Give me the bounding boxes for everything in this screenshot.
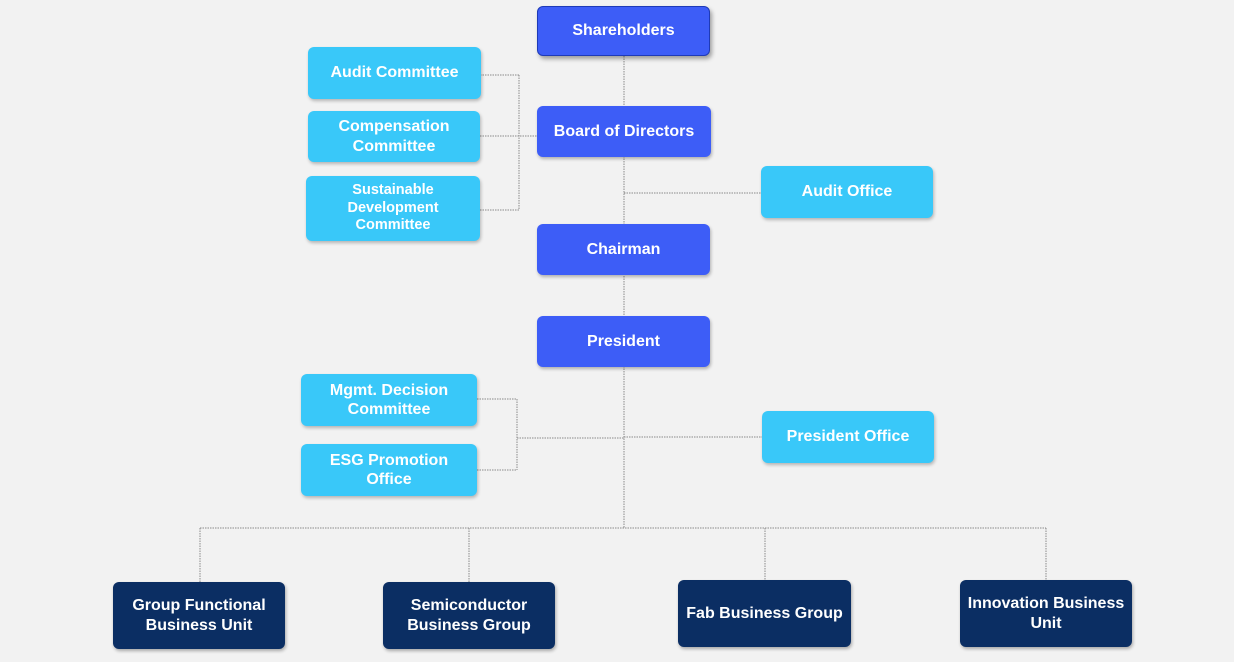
president-office-node: President Office: [762, 411, 934, 463]
fab-business-group-node: Fab Business Group: [678, 580, 851, 647]
board-of-directors-label: Board of Directors: [553, 122, 695, 140]
fab-business-group-label: Fab Business Group: [686, 604, 843, 622]
compensation-committee-node: Compensation Committee: [308, 111, 480, 162]
semiconductor-business-group-label: Semiconductor Business Group: [407, 597, 531, 634]
esg-promotion-office-node: ESG Promotion Office: [301, 444, 477, 496]
audit-office-label: Audit Office: [801, 183, 893, 201]
president-office-label: President Office: [786, 428, 910, 446]
board-of-directors-node: Board of Directors: [537, 106, 711, 157]
esg-promotion-office-label: ESG Promotion Office: [329, 451, 449, 488]
innovation-business-unit-label: Innovation Business Unit: [967, 595, 1125, 632]
mgmt-decision-committee-node: Mgmt. Decision Committee: [301, 374, 477, 426]
audit-committee-node: Audit Committee: [308, 47, 481, 99]
audit-committee-label: Audit Committee: [330, 64, 459, 82]
group-functional-business-unit-node: Group Functional Business Unit: [113, 582, 285, 649]
compensation-committee-label: Compensation Committee: [338, 118, 450, 155]
mgmt-decision-committee-label: Mgmt. Decision Committee: [329, 381, 449, 418]
president-label: President: [587, 332, 660, 350]
shareholders-label: Shareholders: [572, 22, 675, 40]
innovation-business-unit-node: Innovation Business Unit: [960, 580, 1132, 647]
semiconductor-business-group-node: Semiconductor Business Group: [383, 582, 555, 649]
sustainable-development-committee-label: Sustainable Development Committee: [347, 182, 439, 234]
chairman-node: Chairman: [537, 224, 710, 275]
audit-office-node: Audit Office: [761, 166, 933, 218]
group-functional-business-unit-label: Group Functional Business Unit: [132, 597, 266, 634]
chairman-label: Chairman: [586, 240, 661, 258]
president-node: President: [537, 316, 710, 367]
sustainable-development-committee-node: Sustainable Development Committee: [306, 176, 480, 241]
shareholders-node: Shareholders: [537, 6, 710, 56]
